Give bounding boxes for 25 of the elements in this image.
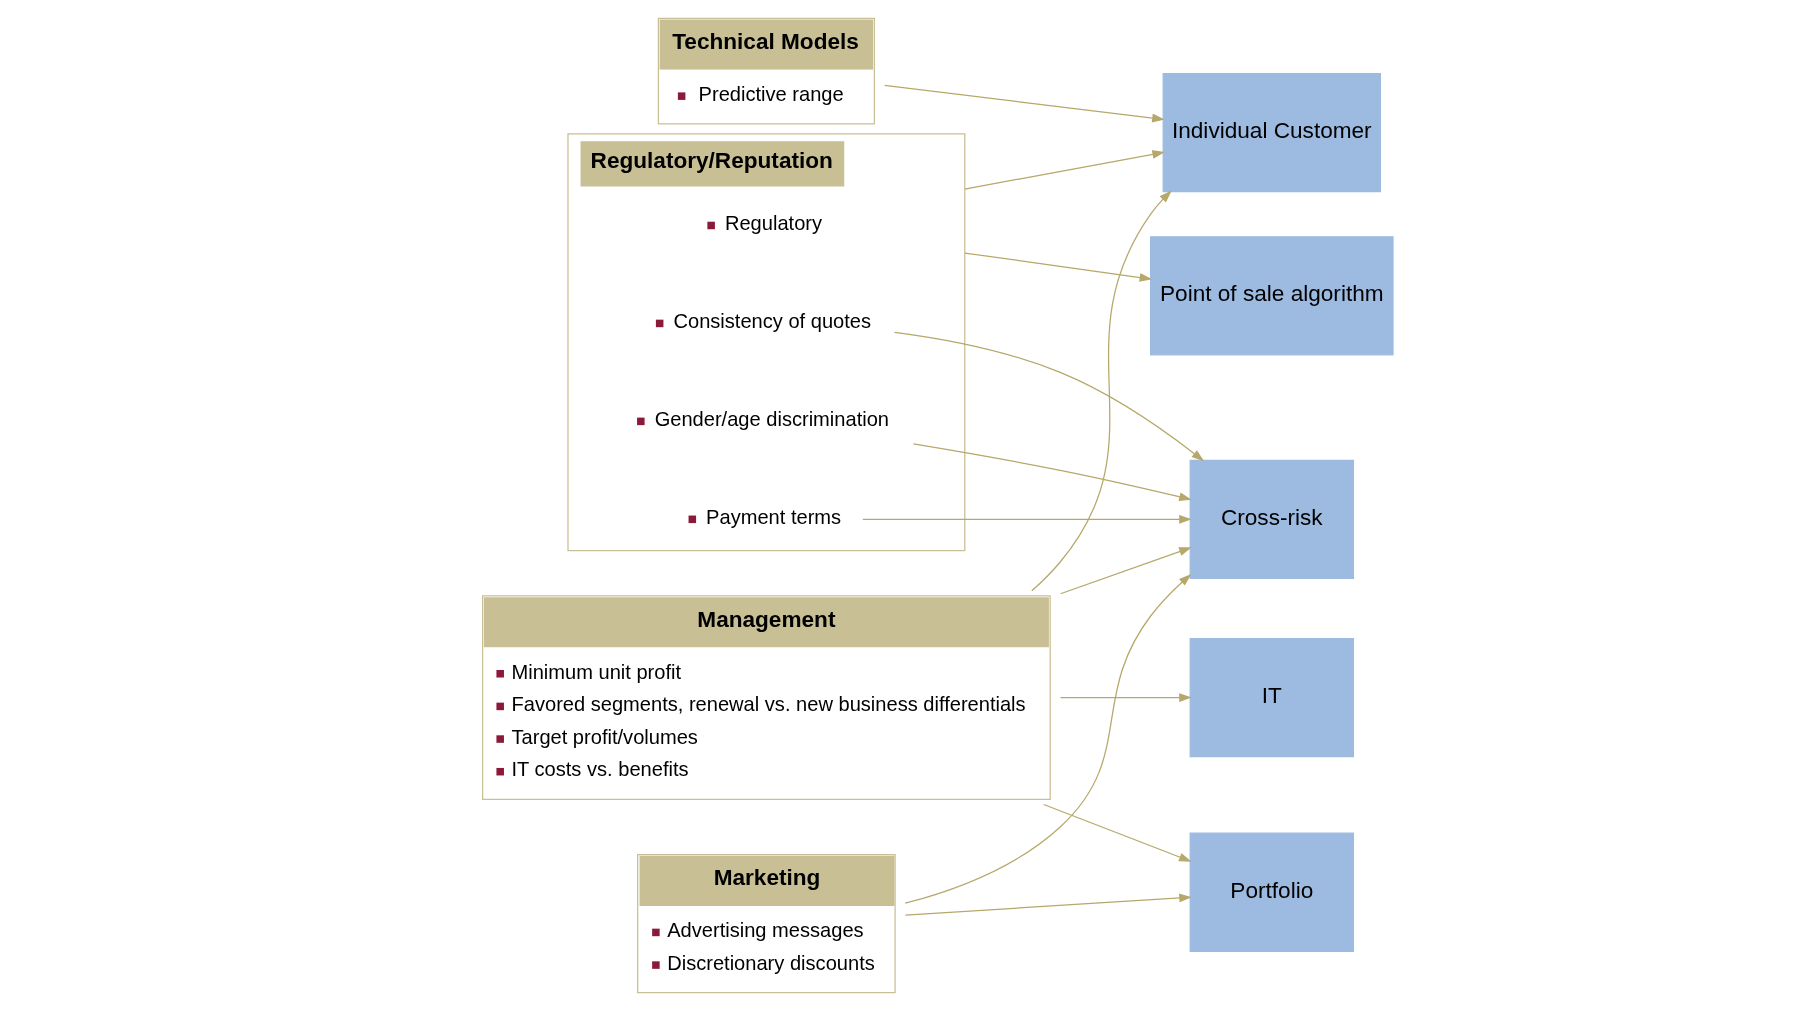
node-box: Cross-risk (1189, 459, 1355, 579)
arrow (862, 514, 1192, 524)
node-label: Regulatory (724, 212, 823, 235)
arrow (964, 252, 1153, 282)
arrow (964, 150, 1165, 190)
arrow (883, 84, 1165, 123)
node-box (637, 417, 645, 426)
node-box (655, 319, 664, 328)
node-label: Payment terms (706, 506, 842, 529)
node-label: Consistency of quotes (673, 310, 872, 333)
arrow (893, 331, 1205, 462)
node-label: Gender/age discrimination (654, 408, 890, 431)
arrow (1059, 547, 1192, 595)
node-box (707, 221, 715, 230)
arrow (904, 573, 1192, 904)
node-box: Point of sale algorithm (1150, 236, 1394, 356)
node-box: Portfolio (1189, 832, 1355, 952)
node-box (688, 515, 697, 524)
arrow (912, 443, 1192, 502)
node-box: Individual Customer (1162, 72, 1382, 193)
arrow (1031, 190, 1172, 592)
arrow (1043, 803, 1192, 862)
arrow (1059, 693, 1192, 702)
arrow (904, 893, 1192, 916)
node-box: IT (1189, 637, 1355, 758)
